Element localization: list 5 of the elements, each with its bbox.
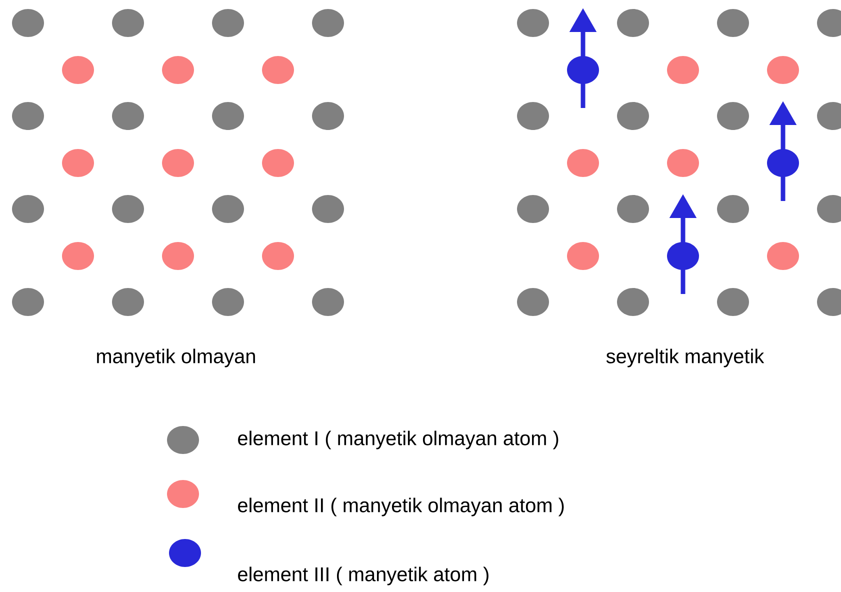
legend-label: element I ( manyetik olmayan atom )	[238, 430, 558, 450]
legend-label: element II ( manyetik olmayan atom )	[238, 498, 564, 516]
panel-caption: seyreltik manyetik	[606, 348, 764, 368]
panel-caption: manyetik olmayan	[97, 348, 255, 368]
legend-label: element III ( manyetik atom )	[238, 566, 488, 586]
